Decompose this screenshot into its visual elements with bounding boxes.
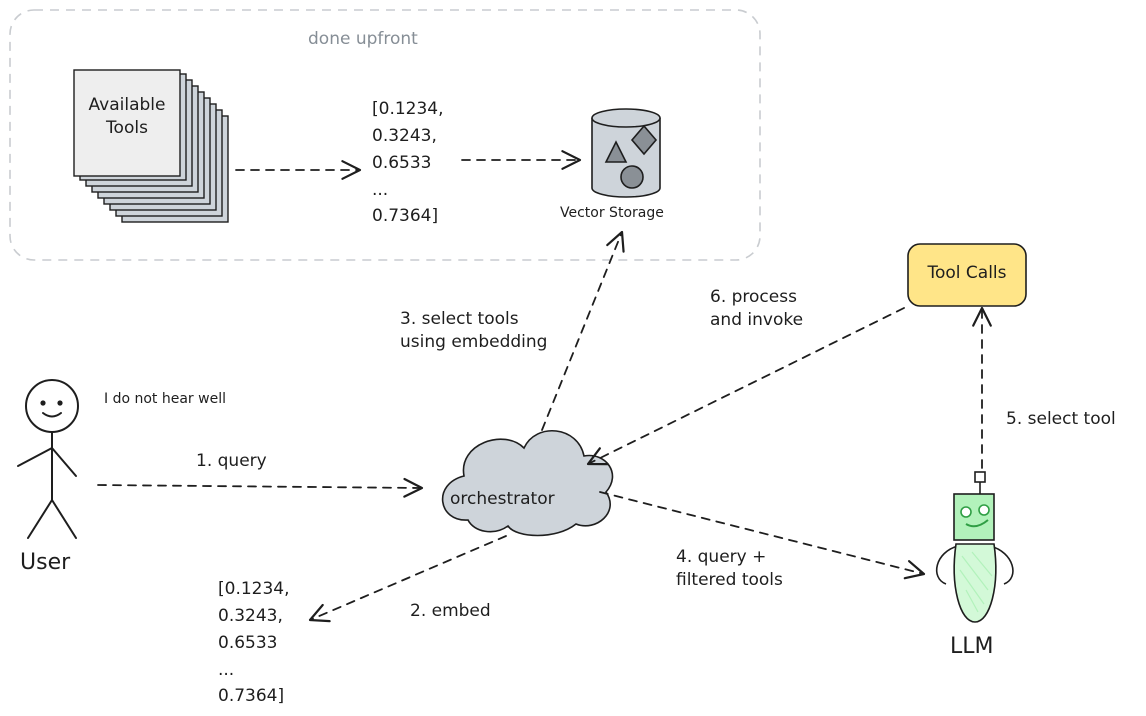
step-6-line-1: 6. process	[710, 287, 797, 307]
vector-storage-cylinder	[591, 108, 661, 198]
step-6-label: 6. process and invoke	[710, 286, 803, 332]
user-label: User	[20, 550, 71, 575]
tool-calls-box	[907, 243, 1027, 307]
orchestrator-cloud	[441, 429, 614, 537]
step-4-line-1: 4. query +	[676, 547, 767, 567]
arrow-select-tools	[541, 230, 625, 431]
user-speech: I do not hear well	[104, 391, 226, 407]
tool-calls-label: Tool Calls	[927, 263, 1007, 283]
embedding-vector-top: [0.1234, 0.3243, 0.6533 ... 0.7364]	[372, 96, 444, 230]
arrow-process-invoke	[586, 307, 905, 466]
step-3-line-1: 3. select tools	[400, 309, 519, 329]
upfront-group-box	[9, 9, 761, 261]
embedding-bottom-line: 0.3243,	[218, 605, 283, 626]
step-3-label: 3. select tools using embedding	[400, 308, 547, 354]
orchestrator-label: orchestrator	[450, 489, 555, 509]
step-2-label: 2. embed	[410, 601, 491, 621]
llm-robot	[936, 471, 1014, 623]
step-4-line-2: filtered tools	[676, 569, 783, 590]
llm-label: LLM	[950, 634, 994, 659]
group-label: done upfront	[308, 29, 418, 49]
embedding-bottom-line: ...	[218, 659, 235, 680]
embedding-top-line: 0.7364]	[372, 206, 439, 227]
step-3-line-2: using embedding	[400, 331, 548, 352]
vector-storage-label: Vector Storage	[560, 205, 664, 221]
step-4-label: 4. query + filtered tools	[676, 546, 783, 592]
arrow-user-query	[97, 477, 424, 498]
step-1-label: 1. query	[196, 451, 267, 471]
embedding-top-line: 0.3243,	[372, 125, 437, 146]
embedding-bottom-line: [0.1234,	[218, 579, 290, 599]
user-figure	[17, 379, 79, 539]
available-tools-line-2: Tools	[106, 117, 148, 138]
embedding-top-line: 0.6533	[372, 152, 432, 173]
arrow-embed	[308, 535, 507, 623]
step-5-label: 5. select tool	[1006, 409, 1116, 429]
available-tools-stack	[73, 69, 229, 223]
available-tools-label: Available Tools	[74, 94, 180, 140]
available-tools-line-1: Available	[88, 95, 166, 115]
embedding-vector-bottom: [0.1234, 0.3243, 0.6533 ... 0.7364]	[218, 576, 290, 710]
embedding-top-line: ...	[372, 179, 389, 200]
step-6-line-2: and invoke	[710, 309, 804, 330]
embedding-top-line: [0.1234,	[372, 99, 444, 119]
embedding-bottom-line: 0.7364]	[218, 686, 285, 707]
embedding-bottom-line: 0.6533	[218, 632, 278, 653]
arrow-query-filtered	[599, 491, 926, 580]
